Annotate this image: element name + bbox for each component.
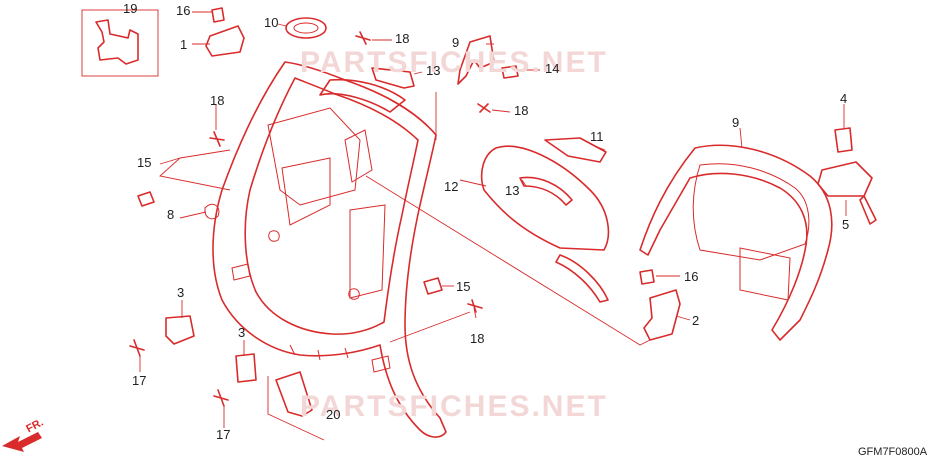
callout-18-bottom: 18 [470,331,485,346]
bracket-1 [205,7,245,57]
callout-4: 4 [840,91,848,106]
callout-14: 14 [545,61,560,76]
cover-20 [275,371,313,417]
callout-10: 11 [590,129,604,144]
bracket-19 [81,9,159,77]
callout-7: 9 [452,35,460,50]
inner-cover-part [204,61,447,438]
callout-3-bottom: 3 [238,325,246,340]
callout-17-bottom: 17 [216,427,231,442]
callout-12: 13 [505,183,520,198]
seal-12 [519,176,573,206]
pad-3-bottom [235,353,257,383]
direction-arrow-icon [2,432,42,452]
bolt-18-bottom [467,299,483,313]
seal-11-lower [555,254,609,303]
lid-9 [639,144,833,341]
callout-20: 20 [326,407,341,422]
callout-2: 2 [692,313,700,328]
pad-3-left [165,315,195,345]
callout-16-right: 16 [684,269,699,284]
watermark-top: PARTSFICHES.NET [300,46,608,79]
callout-8: 10 [264,15,279,30]
callout-18-left: 18 [210,93,225,108]
callout-5: 5 [842,217,850,232]
callout-1: 1 [180,37,188,52]
screw-17-bottom [213,389,229,407]
seal-11 [480,145,610,251]
callout-19: 19 [123,1,138,16]
bolt-18-top [355,31,371,45]
leader-lines [139,11,847,428]
lock-5 [817,161,873,197]
clip-13 [371,67,415,89]
grommet-8 [285,17,327,39]
figure-code: GFM7F0800A [858,446,928,458]
clip-15-right [423,277,443,295]
callout-15-right: 15 [456,279,471,294]
callout-15-left: 15 [137,155,152,170]
stay-7 [457,35,495,85]
bolt-16-right [639,269,655,285]
bolt-18-left [209,131,225,147]
screw-17-left [129,339,145,357]
callout-3-left: 3 [177,285,185,300]
watermark-bottom: PARTSFICHES.NET [300,390,608,423]
callout-13: 13 [426,63,441,78]
key-5 [859,195,877,225]
screw-14 [501,65,519,79]
clip-4 [834,127,853,153]
callout-18-top: 18 [395,31,410,46]
callout-18-right: 18 [514,103,529,118]
bracket-2 [643,289,681,341]
callout-16-top: 16 [176,3,191,18]
callout-17-left: 17 [132,373,147,388]
clip-15-left [137,191,155,207]
bracket-20-frame [267,376,325,441]
callout-11: 12 [444,179,459,194]
callout-9: 9 [732,115,740,130]
lid-10 [544,137,607,163]
callout-6: 8 [167,207,175,222]
grommet-8-inner [293,22,319,34]
bolt-18-right [477,103,491,113]
